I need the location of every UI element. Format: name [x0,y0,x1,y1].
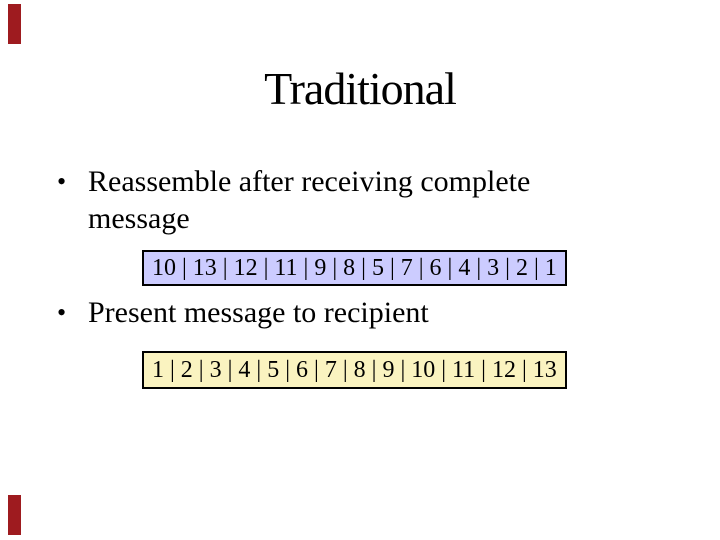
bullet-text-reassemble: Reassemble after receiving complete mess… [88,165,531,235]
presented-message-box: 1 | 2 | 3 | 4 | 5 | 6 | 7 | 8 | 9 | 10 |… [142,351,567,389]
received-packets-box: 10 | 13 | 12 | 11 | 9 | 8 | 5 | 7 | 6 | … [142,250,567,286]
bullet-marker: • [57,298,67,327]
received-packets-sequence: 10 | 13 | 12 | 11 | 9 | 8 | 5 | 7 | 6 | … [152,255,557,281]
bullet-item-present: • Present message to recipient [57,294,568,331]
bullet-text-present: Present message to recipient [88,296,429,329]
slide-title: Traditional [264,63,457,114]
bullet-marker: • [57,167,67,196]
left-accent-bar-bottom [8,495,21,535]
bullet-item-reassemble: • Reassemble after receiving complete me… [57,163,568,237]
presented-message-sequence: 1 | 2 | 3 | 4 | 5 | 6 | 7 | 8 | 9 | 10 |… [152,357,557,383]
left-accent-bar-top [8,4,21,44]
